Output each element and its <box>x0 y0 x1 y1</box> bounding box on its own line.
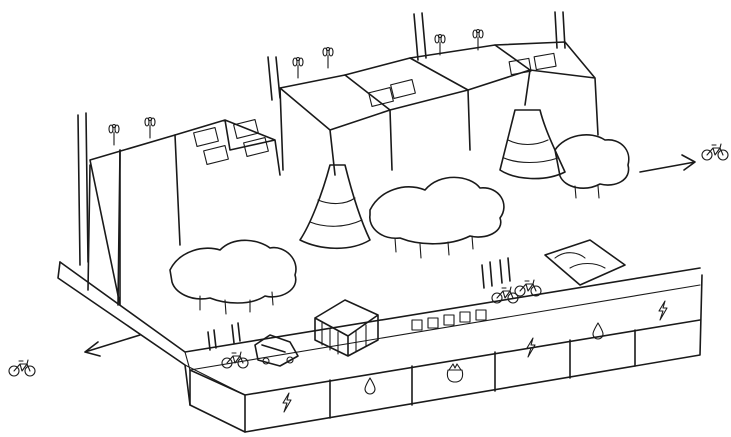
garden-plot <box>545 240 625 285</box>
bicycle-icon <box>222 352 248 368</box>
building-2 <box>175 120 280 175</box>
cone-courtyard-right <box>500 110 565 179</box>
arrow-left <box>85 335 140 356</box>
bicycle-icon <box>515 280 541 296</box>
building-1 <box>90 135 180 305</box>
building-row <box>78 12 598 305</box>
rooftop-turbines <box>109 30 483 146</box>
waste-bag-icon <box>447 364 462 382</box>
wind-turbine-icon <box>145 118 155 139</box>
arrow-right <box>640 155 695 172</box>
wind-turbine-icon <box>435 35 445 56</box>
bicycle-icon <box>702 144 728 160</box>
wind-turbine-icon <box>293 58 303 79</box>
building-3 <box>280 75 392 175</box>
bicycle-icon <box>9 360 35 376</box>
lightning-icon <box>283 393 291 412</box>
wind-turbine-icon <box>323 48 333 69</box>
lightning-icon <box>527 338 535 357</box>
bike-rack-right <box>482 258 541 303</box>
green-roof-panels <box>194 53 556 164</box>
wind-turbine-icon <box>109 125 119 146</box>
building-4 <box>345 58 470 150</box>
cone-courtyard-left <box>300 165 370 248</box>
water-drop-icon <box>365 378 375 394</box>
lightning-icon <box>659 301 667 320</box>
base-platform <box>58 262 702 432</box>
